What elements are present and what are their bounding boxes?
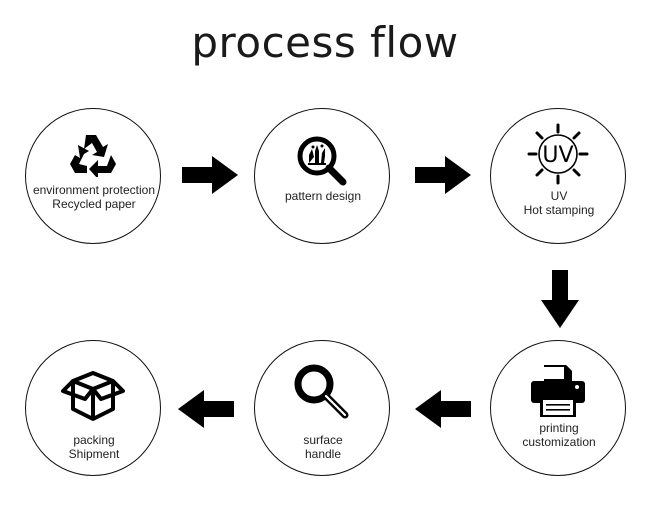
step-environment-protection: environment protection Recycled paper (25, 108, 161, 244)
step-label: UV Hot stamping (523, 189, 595, 217)
step-uv-hot-stamping: UV UV Hot stamping (490, 108, 626, 244)
uv-sun-icon: UV (491, 123, 625, 185)
printer-icon (491, 363, 625, 419)
step-printing-customization: printing customization (490, 340, 626, 476)
step-pattern-design: pattern design (254, 108, 390, 244)
step-label: printing customization (522, 421, 596, 449)
step-surface-handle: surface handle (254, 340, 390, 476)
step-label: environment protection Recycled paper (32, 183, 156, 211)
magnifier-pattern-icon (255, 135, 389, 187)
arrow-left (415, 390, 471, 433)
magnifier-icon (255, 361, 389, 423)
step-label: packing Shipment (68, 433, 120, 461)
step-packing-shipment: packing Shipment (25, 340, 161, 476)
arrow-right (415, 156, 471, 199)
recycle-icon (26, 131, 160, 177)
arrow-right (182, 156, 238, 199)
step-label: pattern design (284, 189, 362, 203)
arrow-down (541, 270, 579, 333)
step-label: surface handle (303, 433, 343, 461)
svg-text:UV: UV (542, 143, 573, 168)
box-icon (26, 363, 160, 423)
arrow-left (178, 390, 234, 433)
page-title: process flow (191, 18, 459, 67)
